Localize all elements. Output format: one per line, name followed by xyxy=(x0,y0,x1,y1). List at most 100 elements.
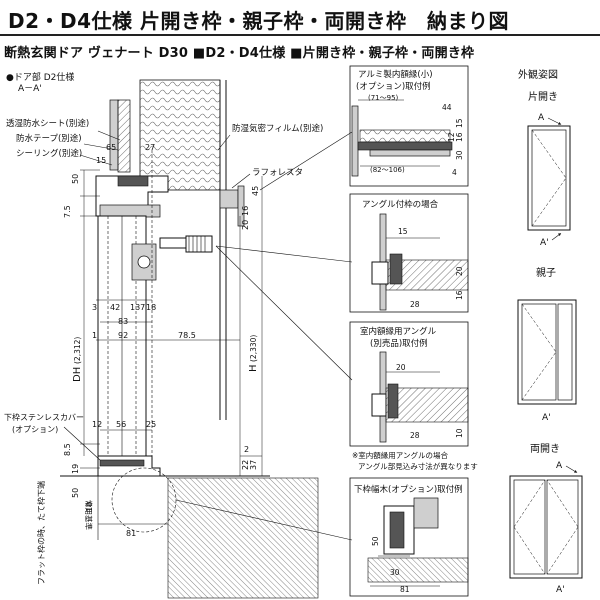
panel-3-title-2: (別売品)取付例 xyxy=(370,338,428,349)
dim-83: 83 xyxy=(118,317,128,326)
section-aa-label: A－A' xyxy=(18,84,42,94)
parent-child-door-frame xyxy=(517,299,577,405)
mark-a-prime-parent: A' xyxy=(542,413,551,423)
dim-19: 19 xyxy=(71,464,80,474)
panel-1-dim-30: 30 xyxy=(455,150,464,160)
single-door-frame xyxy=(527,125,571,231)
panel-interior-angle: 室内額縁用アングル (別売品)取付例 20 28 10 xyxy=(349,321,469,447)
panel-note-2: アングル部見込み寸法が異なります xyxy=(358,461,478,471)
elevation-parent-child-label: 親子 xyxy=(536,266,556,279)
panel-4-dim-81: 81 xyxy=(400,585,410,594)
panel-3-dim-28: 28 xyxy=(410,431,420,440)
panel-baseboard: 下枠幅木(オプション)取付例 50 30 81 xyxy=(349,477,469,597)
callout-sealing: シーリング(別途) xyxy=(16,148,82,159)
dim-dh-label: DH xyxy=(72,367,83,382)
floor-reference-label: 常用基準 xyxy=(84,500,94,530)
detail-circle xyxy=(111,467,177,533)
callout-waterproof-sheet: 透湿防水シート(別途) xyxy=(6,118,89,129)
dim-h-value: (2,330) xyxy=(249,335,258,362)
dim-45: 45 xyxy=(251,186,260,196)
insulation-block xyxy=(139,79,221,191)
panel-4-title: 下枠幅木(オプション)取付例 xyxy=(354,484,463,495)
dim-3: 3 xyxy=(92,303,97,312)
panel-1-dim-15: 15 xyxy=(455,118,464,128)
panel-2-title: アングル付枠の場合 xyxy=(362,199,439,210)
panel-3-border xyxy=(349,321,469,447)
dim-20: 20 xyxy=(241,220,250,230)
panel-4-dim-30: 30 xyxy=(390,568,400,577)
panel-3-sill-hatch xyxy=(385,387,469,423)
elevation-views: 外観姿図 片開き A A' 親子 A' 両開き A A' xyxy=(509,68,583,595)
main-dimensions xyxy=(80,169,263,525)
floor-hatch xyxy=(167,477,319,599)
panel-4-dim-50: 50 xyxy=(371,536,380,546)
panel-1-title-1: アルミ製内額縁(小) xyxy=(358,69,433,80)
callout-airtight-film: 防湿気密フィルム(別途) xyxy=(232,123,323,134)
dim-8-5: 8.5 xyxy=(63,443,72,456)
page-subtitle: 断熱玄関ドア ヴェナート D30 ■D2・D4仕様 ■片開き枠・親子枠・両開き枠 xyxy=(4,46,475,61)
dim-25: 25 xyxy=(146,420,156,429)
panel-note-1: ※室内額縁用アングルの場合 xyxy=(352,450,448,460)
mark-a-prime-double: A' xyxy=(556,585,565,595)
dim-78-5: 78.5 xyxy=(178,331,196,340)
mark-a-double-top: A xyxy=(556,461,563,471)
dim-50-bottom: 50 xyxy=(71,488,80,498)
wall-stud xyxy=(109,99,119,171)
dim-16: 16 xyxy=(241,206,250,216)
panel-1-dim-top: (71〜95) xyxy=(368,94,399,102)
callout-lath-board: ラフォレスタ xyxy=(252,168,303,178)
dim-h-label: H xyxy=(248,364,259,372)
dim-56: 56 xyxy=(116,420,126,429)
panel-4-border xyxy=(349,477,469,597)
wall-board xyxy=(117,99,131,173)
page-title: D2・D4仕様 片開き枠・親子枠・両開き枠 納まり図 xyxy=(0,0,600,36)
dim-42: 42 xyxy=(110,303,120,312)
dim-2: 2 xyxy=(244,445,249,454)
elevation-double-label: 両開き xyxy=(530,443,560,455)
panel-3-dim-10: 10 xyxy=(455,428,464,438)
callout-waterproof-tape: 防水テープ(別途) xyxy=(16,133,82,144)
section-bullet-label: ●ドア部 D2仕様 xyxy=(6,71,74,83)
panel-angle-frame: アングル付枠の場合 15 20 16 28 xyxy=(349,193,469,313)
dim-12: 12 xyxy=(92,420,102,429)
panel-3-dim-20: 20 xyxy=(396,363,406,372)
panel-1-border xyxy=(349,65,469,187)
dim-1: 1 xyxy=(92,331,97,340)
elevation-single-label: 片開き xyxy=(528,90,558,103)
panel-3-title-1: 室内額縁用アングル xyxy=(360,326,437,337)
dim-81: 81 xyxy=(126,529,136,538)
elevation-title: 外観姿図 xyxy=(518,68,558,81)
dim-22: 22 xyxy=(241,460,250,470)
mark-a-prime-single: A' xyxy=(540,238,549,248)
dim-92: 92 xyxy=(118,331,128,340)
panel-1-dim-12: 12 xyxy=(447,132,456,142)
dim-27: 27 xyxy=(145,143,155,152)
panel-1-dim-4: 4 xyxy=(452,168,457,177)
door-handle xyxy=(185,235,213,253)
dim-18: 18 xyxy=(146,303,156,312)
panel-2-dim-15: 15 xyxy=(398,227,408,236)
dim-7-5: 7.5 xyxy=(63,205,72,218)
panel-1-dim-44: 44 xyxy=(442,103,452,112)
dim-65: 65 xyxy=(106,143,116,152)
panel-4-floor-hatch xyxy=(367,557,469,583)
panel-2-border xyxy=(349,193,469,313)
dim-50: 50 xyxy=(71,174,80,184)
dim-13-7: 137 xyxy=(130,303,145,312)
callout-bottom-cover-option: (オプション) xyxy=(12,425,58,434)
callout-bottom-cover: 下枠ステンレスカバー xyxy=(4,412,84,422)
dim-10: 10 xyxy=(85,502,94,512)
lath-board-piece xyxy=(219,189,239,209)
dim-15: 15 xyxy=(96,156,106,165)
panel-1-dim-bottom: (82〜106) xyxy=(370,166,405,174)
dim-37: 37 xyxy=(249,460,258,470)
dim-dh-value: (2,312) xyxy=(73,337,82,364)
panel-aluminum-frame: アルミ製内額縁(小) (オプション)取付例 (71〜95) (82〜106) 4… xyxy=(349,65,469,187)
panel-1-dim-16: 16 xyxy=(455,132,464,142)
main-section-drawing: ●ドア部 D2仕様 A－A' xyxy=(4,71,353,599)
mark-a-single-top: A xyxy=(538,113,545,123)
panel-1-title-2: (オプション)取付例 xyxy=(356,81,431,92)
panel-2-dim-20: 20 xyxy=(455,266,464,276)
callout-flat-sill: フラット枠の時、たて枠下端 xyxy=(36,481,46,585)
